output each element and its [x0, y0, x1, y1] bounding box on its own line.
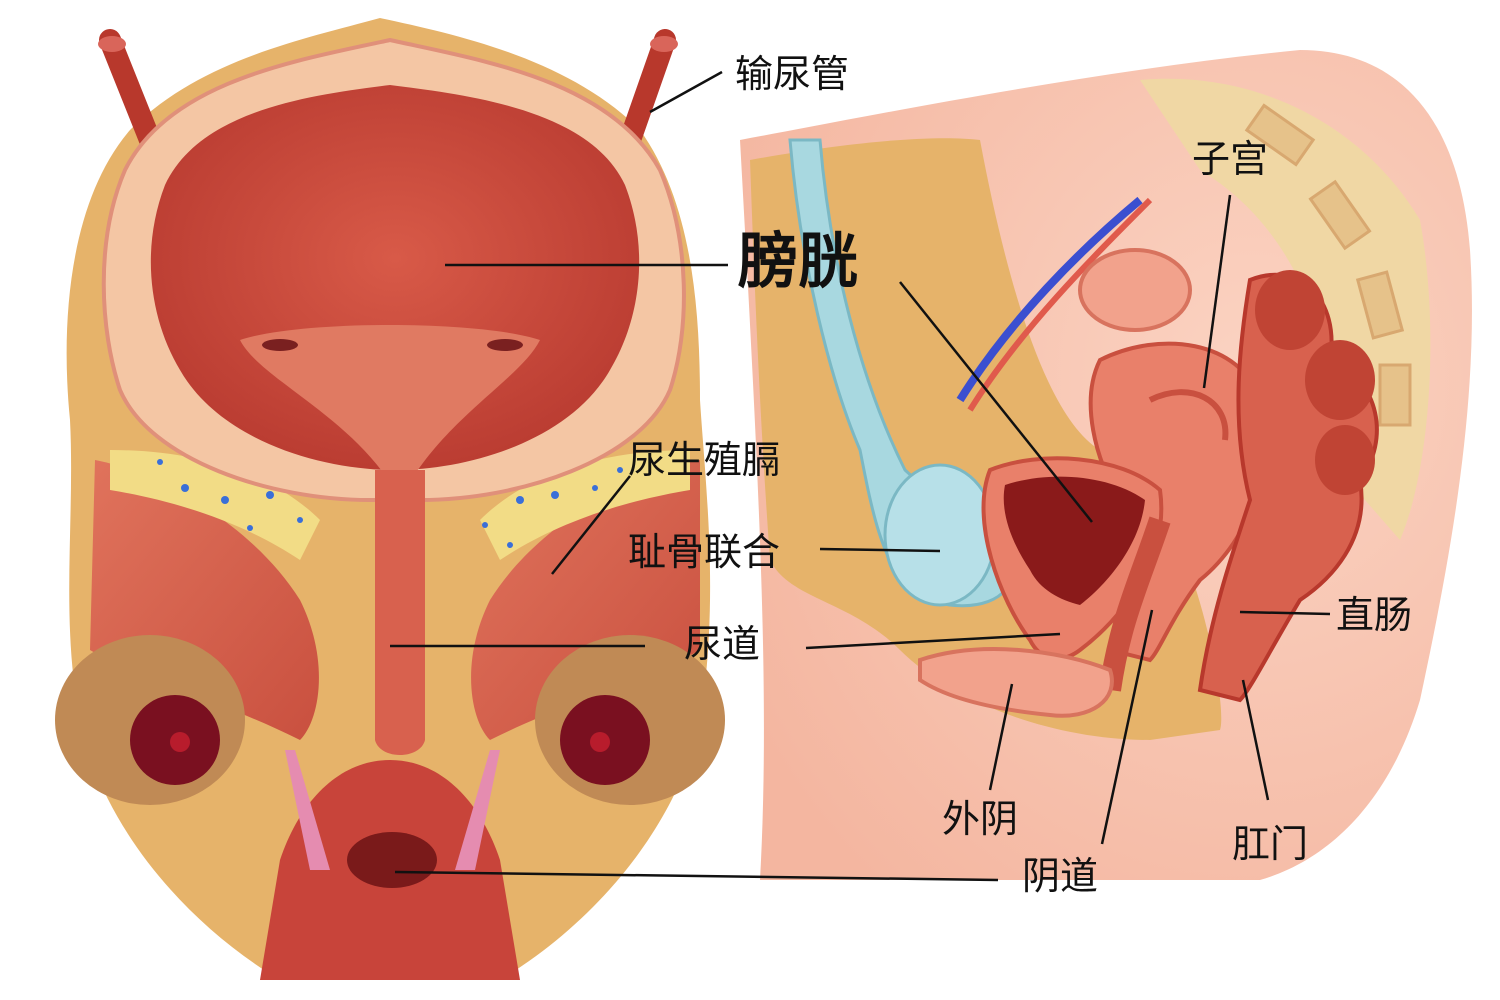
label-vulva: 外阴 — [942, 797, 1019, 841]
leader-uterus — [1202, 194, 1232, 389]
leader-vagina-left — [394, 870, 999, 882]
label-anus: 肛门 — [1232, 822, 1309, 866]
bladder-trigone — [240, 325, 540, 500]
leader-lines — [390, 70, 1331, 882]
leader-pubic-symphysis — [819, 547, 941, 553]
leader-rectum — [1239, 610, 1331, 616]
leader-anus — [1241, 679, 1270, 801]
bladder-sagittal-lumen — [1003, 476, 1145, 605]
sagittal-vessels — [956, 196, 1143, 403]
leader-urogenital-diaphragm — [551, 475, 631, 575]
vulva-shape — [918, 647, 1114, 718]
leader-vulva — [988, 683, 1014, 791]
label-ureter: 输尿管 — [735, 52, 850, 96]
leader-bladder-sagittal — [899, 281, 1093, 523]
left-ureter — [99, 29, 161, 151]
label-vagina: 阴道 — [1022, 854, 1099, 898]
vagina-sagittal — [1099, 516, 1171, 692]
right-hip-bone — [535, 635, 725, 805]
urethra-coronal — [375, 470, 425, 755]
label-uterus: 子宫 — [1192, 137, 1269, 181]
label-rectum: 直肠 — [1336, 593, 1413, 637]
sagittal-section — [740, 50, 1472, 880]
vaginal-opening — [347, 832, 437, 888]
label-pubic-symphysis: 耻骨联合 — [628, 530, 781, 574]
leader-vagina-right — [1100, 609, 1154, 845]
label-urethra: 尿道 — [684, 622, 761, 666]
left-fat-pad — [110, 450, 320, 560]
leader-ureter — [649, 70, 723, 114]
ovary — [1078, 248, 1192, 332]
label-bladder: 膀胱 — [738, 227, 858, 297]
right-ureter — [619, 29, 676, 151]
label-urogenital-diaphragm: 尿生殖膈 — [628, 438, 781, 482]
right-fat-pad — [480, 450, 690, 560]
leader-urethra-right — [805, 632, 1061, 650]
coronal-section — [55, 18, 725, 980]
left-hip-bone — [55, 635, 245, 805]
